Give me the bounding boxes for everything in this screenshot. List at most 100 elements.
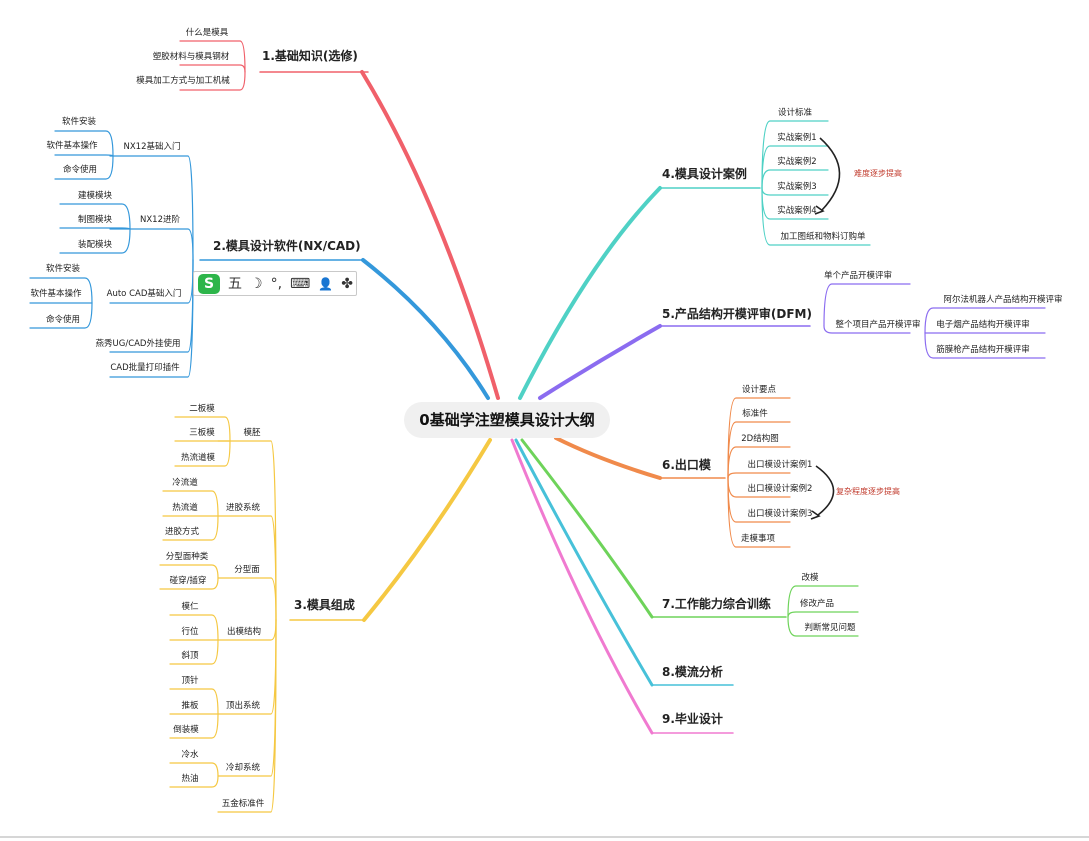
b6-item-7[interactable]: 走模事项 — [740, 534, 776, 544]
b4-item-3[interactable]: 实战案例2 — [777, 157, 817, 167]
b7-item-2[interactable]: 修改产品 — [799, 599, 835, 609]
b2-group-nx12-adv[interactable]: NX12进阶 — [140, 215, 180, 225]
punctuation-icon[interactable]: °, — [270, 275, 283, 292]
b3-group-ejection-structure[interactable]: 出模结构 — [226, 627, 262, 637]
branch-7-title[interactable]: 7.工作能力综合训练 — [662, 597, 771, 611]
b4-item-4[interactable]: 实战案例3 — [777, 182, 817, 192]
b3-g1-leaf-1 — [174, 416, 231, 442]
b6-item-5[interactable]: 出口模设计案例2 — [747, 484, 813, 494]
branch-6-title[interactable]: 6.出口模 — [662, 458, 711, 472]
b4-leaf-6 — [761, 187, 871, 246]
b3-g4-item-1[interactable]: 模仁 — [181, 602, 199, 612]
branch-4-line — [518, 186, 662, 400]
b3-g2-item-3[interactable]: 进胶方式 — [164, 527, 200, 537]
b3-g3-item-1[interactable]: 分型面种类 — [165, 552, 209, 562]
b3-g2-item-1[interactable]: 冷流道 — [172, 478, 198, 488]
b5-item-1[interactable]: 单个产品开模评审 — [823, 271, 893, 281]
b3-g6-item-2[interactable]: 热油 — [181, 774, 199, 784]
b3-g2-leaf-1 — [162, 490, 219, 517]
b3-group-gating[interactable]: 进胶系统 — [225, 503, 261, 513]
b6-item-2[interactable]: 标准件 — [742, 409, 768, 419]
b4-item-5[interactable]: 实战案例4 — [777, 206, 817, 216]
b3-g5-item-3[interactable]: 倒装模 — [173, 725, 199, 735]
b4-item-1[interactable]: 设计标准 — [777, 108, 813, 118]
apps-icon[interactable]: ✤ — [341, 275, 353, 292]
sogou-logo-icon[interactable]: S — [198, 273, 220, 294]
b4-item-6[interactable]: 加工图纸和物料订购单 — [780, 232, 866, 242]
central-topic[interactable]: 0基础学注塑模具设计大纲 — [404, 402, 610, 438]
ime-mode-button[interactable]: 五 — [228, 275, 242, 292]
b2-g1-item-2[interactable]: 软件基本操作 — [46, 141, 98, 151]
branch-4-title[interactable]: 4.模具设计案例 — [662, 167, 747, 181]
b3-g4-leaf-1 — [169, 614, 219, 641]
b2-extra-2[interactable]: CAD批量打印插件 — [110, 363, 180, 373]
b2-g1-item-3[interactable]: 命令使用 — [62, 165, 98, 175]
user-icon[interactable]: 👤 — [318, 276, 334, 291]
b2-extra-1[interactable]: 燕秀UG/CAD外挂使用 — [95, 339, 181, 349]
b5-item-2[interactable]: 整个项目产品开模评审 — [835, 320, 921, 330]
b2-groups-leaf-5 — [109, 259, 194, 378]
b3-g3-leaf-1 — [159, 564, 219, 579]
b2-g2-item-1[interactable]: 建模模块 — [77, 191, 113, 201]
b3-g1-leaf-3 — [174, 440, 231, 467]
bottom-divider — [0, 836, 1089, 838]
b3-g6-item-1[interactable]: 冷水 — [181, 750, 199, 760]
b2-g2-item-2[interactable]: 制图模块 — [77, 215, 113, 225]
b4-item-2[interactable]: 实战案例1 — [777, 133, 817, 143]
b7-leaf-3 — [787, 616, 859, 637]
branch-2-title[interactable]: 2.模具设计软件(NX/CAD) — [213, 239, 361, 253]
b2-g3-item-3[interactable]: 命令使用 — [45, 315, 81, 325]
ime-toolbar[interactable]: S 五 ☽ °, ⌨ 👤 ✤ — [193, 271, 357, 296]
b3-g2-item-2[interactable]: 热流道 — [172, 503, 198, 513]
b3-group-parting[interactable]: 分型面 — [234, 565, 260, 575]
branch-9-title[interactable]: 9.毕业设计 — [662, 712, 723, 726]
b5-sub-2[interactable]: 电子烟产品结构开模评审 — [936, 320, 1030, 330]
b2-g3-item-1[interactable]: 软件安装 — [45, 264, 81, 274]
branch-3-line — [362, 438, 492, 622]
branch-5-title[interactable]: 5.产品结构开模评审(DFM) — [662, 307, 812, 321]
b1-item-1[interactable]: 什么是模具 — [185, 28, 229, 38]
b2-g2-item-3[interactable]: 装配模块 — [77, 240, 113, 250]
b3-group-cooling[interactable]: 冷却系统 — [225, 763, 261, 773]
branch-2-line — [361, 258, 490, 400]
b6-item-1[interactable]: 设计要点 — [741, 385, 777, 395]
b6-item-4[interactable]: 出口模设计案例1 — [747, 460, 813, 470]
b3-group-ejector[interactable]: 顶出系统 — [225, 701, 261, 711]
b4-leaf-3 — [761, 169, 829, 189]
b1-leaf-1 — [179, 40, 246, 73]
b1-leaf-2 — [179, 64, 246, 73]
b3-g5-item-1[interactable]: 顶针 — [181, 676, 199, 686]
b3-extra-1[interactable]: 五金标准件 — [221, 799, 265, 809]
b1-leaf-3 — [179, 71, 246, 91]
b2-group-autocad[interactable]: Auto CAD基础入门 — [106, 289, 182, 299]
moon-icon[interactable]: ☽ — [250, 275, 263, 292]
branch-6-line — [554, 436, 662, 480]
b1-item-2[interactable]: 塑胶材料与模具钢材 — [152, 52, 230, 62]
b3-g4-item-2[interactable]: 行位 — [181, 627, 199, 637]
branch-8-title[interactable]: 8.模流分析 — [662, 665, 723, 679]
b1-item-3[interactable]: 模具加工方式与加工机械 — [136, 76, 230, 86]
b5-sub-3[interactable]: 筋膜枪产品结构开模评审 — [936, 345, 1030, 355]
b3-g4-item-3[interactable]: 斜顶 — [181, 651, 199, 661]
b3-g1-item-3[interactable]: 热流道模 — [180, 453, 216, 463]
b5-sub-1[interactable]: 阿尔法机器人产品结构开模评审 — [943, 295, 1063, 305]
b6-item-3[interactable]: 2D结构图 — [741, 434, 779, 444]
b2-group-nx12-basic[interactable]: NX12基础入门 — [123, 142, 181, 152]
b7-item-3[interactable]: 判断常见问题 — [804, 623, 856, 633]
branch-1-title[interactable]: 1.基础知识(选修) — [262, 49, 358, 63]
b3-g5-item-2[interactable]: 推板 — [181, 701, 199, 711]
b3-g3-item-2[interactable]: 碰穿/插穿 — [169, 576, 207, 586]
keyboard-icon[interactable]: ⌨ — [290, 275, 311, 292]
b3-group-moldbase[interactable]: 模胚 — [243, 428, 261, 438]
b3-g1-item-2[interactable]: 三板模 — [189, 428, 215, 438]
b2-g3-item-2[interactable]: 软件基本操作 — [30, 289, 82, 299]
b7-item-1[interactable]: 改模 — [801, 573, 819, 583]
b2-g2-leaf-3 — [59, 228, 131, 254]
b2-groups-leaf-1 — [109, 155, 194, 261]
b3-g1-item-1[interactable]: 二板模 — [189, 404, 215, 414]
b6-item-6[interactable]: 出口模设计案例3 — [747, 509, 813, 519]
b2-g1-item-1[interactable]: 软件安装 — [61, 117, 97, 127]
branch-3-title[interactable]: 3.模具组成 — [294, 598, 355, 612]
